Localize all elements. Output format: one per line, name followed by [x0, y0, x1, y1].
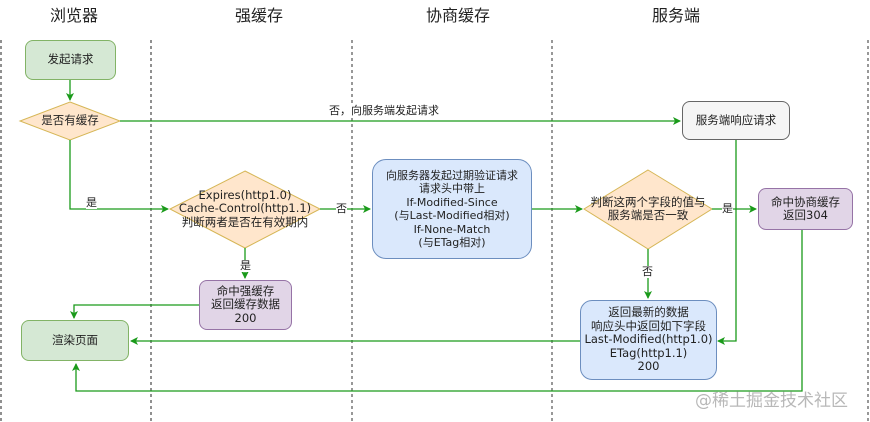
lane-title-negotiated-cache: 协商缓存: [425, 6, 490, 25]
negotiated-cache-hit-node: 命中协商缓存 返回304: [758, 188, 853, 230]
start-request-node: 发起请求: [25, 40, 116, 80]
edge-label-strong-no: 否: [336, 202, 347, 215]
render-page-node: 渲染页面: [21, 320, 129, 361]
edge-label-has-cache-yes: 是: [86, 196, 97, 209]
edge-label-compare-no: 否: [642, 265, 653, 278]
edge-label-no-cache: 否，向服务端发起请求: [329, 104, 439, 117]
strong-cache-hit-node: 命中强缓存 返回缓存数据 200: [199, 280, 292, 330]
watermark: @稀土掘金技术社区: [695, 391, 848, 411]
edge-strong-hit-to-render: [70, 304, 200, 319]
server-respond-node: 服务端响应请求: [682, 101, 790, 140]
has-cache-text: 是否有缓存: [41, 113, 99, 128]
lane-title-server: 服务端: [651, 6, 700, 25]
revalidate-request-node: 向服务器发起过期验证请求 请求头中带上 If-Modified-Since (与…: [372, 159, 532, 259]
edge-label-strong-yes: 是: [240, 259, 251, 272]
fresh-data-node: 返回最新的数据 响应头中返回如下字段 Last-Modified(http1.0…: [580, 300, 717, 380]
compare-fields-text: 判断这两个字段的值与 服务端是否一致: [590, 194, 706, 222]
strong-cache-check-text: Expires(http1.0) Cache-Control(http1.1) …: [178, 187, 312, 229]
edge-label-compare-yes: 是: [722, 202, 733, 215]
lane-title-browser: 浏览器: [49, 6, 98, 25]
edge-has-cache-to-strong: [69, 140, 169, 213]
edge-server-to-fresh: [717, 140, 737, 345]
edge-304-to-render: [72, 230, 803, 392]
lane-title-strong-cache: 强缓存: [234, 6, 283, 25]
